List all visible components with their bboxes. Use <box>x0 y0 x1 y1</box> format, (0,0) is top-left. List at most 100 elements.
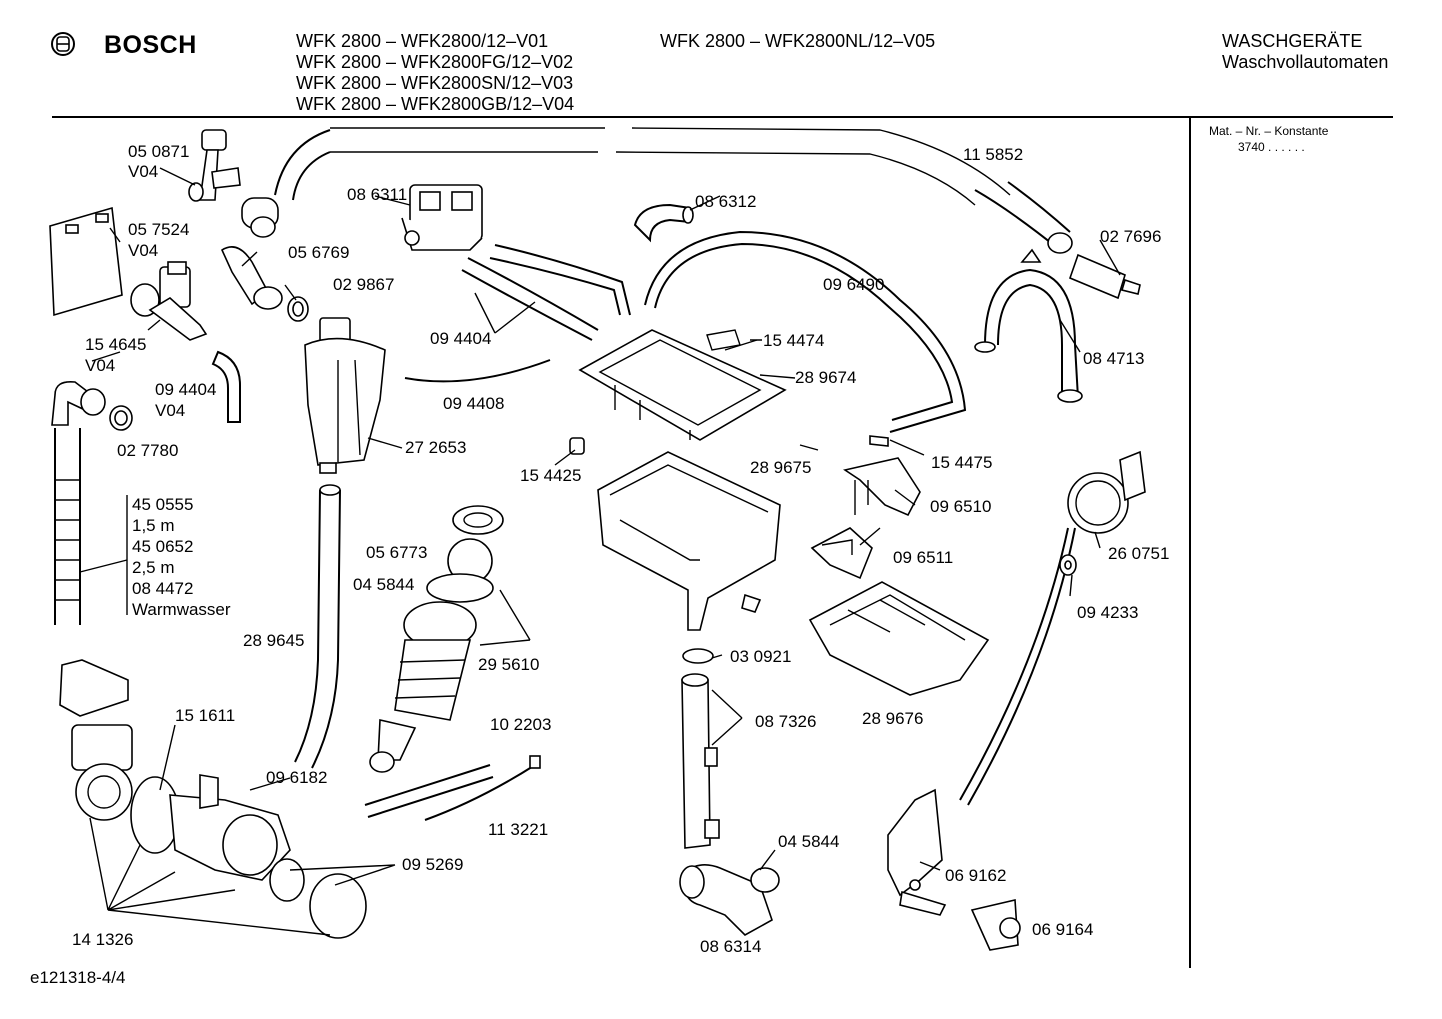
part-label: 29 5610 <box>478 655 540 674</box>
part-label: V04 <box>85 356 116 375</box>
model-line: WFK 2800 – WFK2800GB/12–V04 <box>296 94 575 114</box>
hose-289645 <box>294 489 341 769</box>
cover-plate-057524 <box>49 206 123 317</box>
part-label: 15 4475 <box>931 453 993 472</box>
part-label: 08 4713 <box>1083 349 1145 368</box>
elbow-086312 <box>633 203 694 243</box>
part-label: 28 9676 <box>862 709 924 728</box>
pipe-087326 <box>681 648 743 849</box>
part-label: 15 4474 <box>763 331 825 350</box>
sleeve-027696 <box>1068 253 1141 300</box>
hose-102203-strap-113221 <box>364 755 541 821</box>
long-hose-115852 <box>330 127 1073 254</box>
pressure-switch-260751 <box>1067 450 1146 534</box>
part-label: 04 5844 <box>353 575 415 594</box>
inlet-elbow-and-ring <box>51 380 133 431</box>
material-number-value: 3740 . . . . . . <box>1238 140 1305 154</box>
bosch-logo-icon <box>51 32 75 56</box>
drawer-289676 <box>808 581 990 696</box>
part-label: 09 4233 <box>1077 603 1139 622</box>
leader-lines <box>91 167 1121 871</box>
part-label: 28 9674 <box>795 368 857 387</box>
bracket-069162 <box>887 788 947 916</box>
part-label: 02 7780 <box>117 441 179 460</box>
valve-154645 <box>130 261 208 341</box>
corrugated-hose-top <box>241 129 331 238</box>
part-label: 1,5 m <box>132 516 175 535</box>
part-label: 06 9162 <box>945 866 1007 885</box>
part-label: 03 0921 <box>730 647 792 666</box>
part-label: 14 1326 <box>72 930 134 949</box>
bellows-assembly <box>369 505 531 773</box>
part-label: 27 2653 <box>405 438 467 457</box>
lid-289674 <box>578 329 796 441</box>
part-label: 09 6510 <box>930 497 992 516</box>
part-096510 <box>843 457 921 517</box>
elbow-086314 <box>679 864 780 936</box>
cone-069164 <box>970 899 1021 951</box>
connector-154475 <box>869 435 889 447</box>
part-label: V04 <box>128 162 159 181</box>
part-label: 06 9164 <box>1032 920 1094 939</box>
part-label: V04 <box>155 401 186 420</box>
part-label: 04 5844 <box>778 832 840 851</box>
part-label: 45 0652 <box>132 537 194 556</box>
tube-094233 <box>959 527 1077 806</box>
hoses-094404-center <box>461 244 631 341</box>
part-label: 08 6312 <box>695 192 757 211</box>
drawing-id: e121318-4/4 <box>30 968 126 987</box>
part-label: 08 7326 <box>755 712 817 731</box>
material-number-label: Mat. – Nr. – Konstante <box>1209 124 1329 138</box>
clamp-084713 <box>974 248 1083 403</box>
part-label: 11 5852 <box>963 145 1024 164</box>
part-label: 05 6769 <box>288 243 350 262</box>
category-title: WASCHGERÄTE <box>1222 31 1363 51</box>
part-label: 09 4404 <box>430 329 492 348</box>
brand-name: BOSCH <box>104 31 197 59</box>
drain-hose-450555 <box>54 428 128 625</box>
part-label: 09 4408 <box>443 394 505 413</box>
part-label: 09 6490 <box>823 275 885 294</box>
elbow-056769 <box>220 246 283 310</box>
tray-289675 <box>597 451 781 631</box>
part-096511 <box>810 527 873 580</box>
part-label: 15 1611 <box>175 706 236 725</box>
part-label: 02 7696 <box>1100 227 1162 246</box>
part-label: V04 <box>128 241 159 260</box>
part-label: 28 9645 <box>243 631 305 650</box>
part-label: 02 9867 <box>333 275 395 294</box>
part-label: 09 5269 <box>402 855 464 874</box>
part-label: 09 4404 <box>155 380 217 399</box>
valve-block-086311 <box>401 184 483 251</box>
part-label: 15 4645 <box>85 335 147 354</box>
model-line: WFK 2800 – WFK2800SN/12–V03 <box>296 73 574 93</box>
hose-094408 <box>404 359 551 383</box>
part-label: 45 0555 <box>132 495 194 514</box>
hose-096490 <box>644 230 967 433</box>
short-hose-094404 <box>211 350 241 423</box>
chamber-272653 <box>304 317 403 474</box>
part-label: Warmwasser <box>132 600 231 619</box>
part-label: 11 3221 <box>488 820 549 839</box>
category-subtitle: Waschvollautomaten <box>1222 52 1389 72</box>
part-label: 08 4472 <box>132 579 194 598</box>
part-label: 09 6182 <box>266 768 328 787</box>
part-label: 05 0871 <box>128 142 190 161</box>
pump-assembly-141326 <box>59 659 396 939</box>
part-label: 26 0751 <box>1108 544 1170 563</box>
y-connector-050871 <box>188 129 241 202</box>
model-line-center: WFK 2800 – WFK2800NL/12–V05 <box>660 31 936 51</box>
part-label: 05 7524 <box>128 220 190 239</box>
part-label: 05 6773 <box>366 543 428 562</box>
part-label: 09 6511 <box>893 548 954 567</box>
part-label: 28 9675 <box>750 458 812 477</box>
model-line: WFK 2800 – WFK2800FG/12–V02 <box>296 52 574 72</box>
part-label: 15 4425 <box>520 466 582 485</box>
part-label: 2,5 m <box>132 558 175 577</box>
part-label: 08 6314 <box>700 937 762 956</box>
part-label: 08 6311 <box>347 185 408 204</box>
connector-154425 <box>569 437 585 455</box>
part-label: 10 2203 <box>490 715 552 734</box>
model-line: WFK 2800 – WFK2800/12–V01 <box>296 31 549 51</box>
